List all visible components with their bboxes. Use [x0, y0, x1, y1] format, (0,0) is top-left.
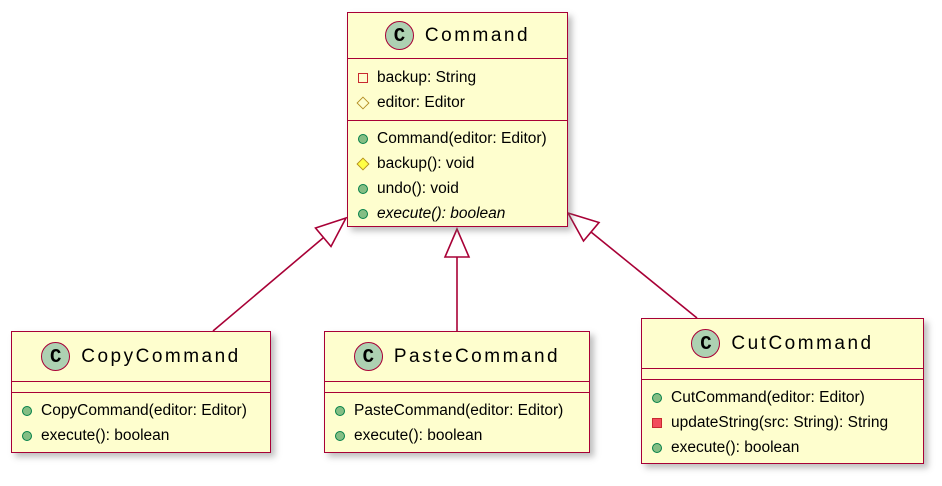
class-spot-icon: C — [384, 21, 414, 50]
member-row: backup(): void — [348, 151, 567, 176]
inheritance-arrow-copy-to-command — [212, 216, 348, 332]
class-copy-command-fields — [12, 382, 270, 393]
member-row: Command(editor: Editor) — [348, 126, 567, 151]
public-method-icon — [358, 183, 368, 194]
member-row: CopyCommand(editor: Editor) — [12, 398, 270, 423]
class-paste-command-fields — [325, 382, 589, 393]
member-row: backup: String — [348, 65, 567, 90]
public-method-icon — [335, 405, 345, 416]
class-copy-command-name: CopyCommand — [81, 345, 241, 367]
member-row: execute(): boolean — [325, 423, 589, 448]
member-row: CutCommand(editor: Editor) — [642, 385, 923, 410]
member-row: execute(): boolean — [348, 201, 567, 226]
member-row: updateString(src: String): String — [642, 410, 923, 435]
public-method-icon — [358, 208, 368, 219]
class-cut-command: C CutCommand CutCommand(editor: Editor) … — [641, 318, 924, 464]
member-row: editor: Editor — [348, 90, 567, 115]
class-command: C Command backup: String editor: Editor … — [347, 12, 568, 227]
class-copy-command-methods: CopyCommand(editor: Editor) execute(): b… — [12, 393, 270, 452]
class-cut-command-name: CutCommand — [731, 332, 874, 354]
public-method-icon — [335, 430, 345, 441]
class-paste-command-methods: PasteCommand(editor: Editor) execute(): … — [325, 393, 589, 452]
member-row: execute(): boolean — [12, 423, 270, 448]
class-command-methods: Command(editor: Editor) backup(): void u… — [348, 121, 567, 226]
public-method-icon — [652, 442, 662, 453]
class-cut-command-fields — [642, 369, 923, 380]
inheritance-arrow-cut-to-command — [566, 211, 698, 319]
class-paste-command: C PasteCommand PasteCommand(editor: Edit… — [324, 331, 590, 453]
class-command-header: C Command — [348, 13, 567, 59]
class-spot-icon: C — [353, 342, 383, 371]
private-method-icon — [652, 417, 662, 428]
class-cut-command-header: C CutCommand — [642, 319, 923, 369]
inheritance-arrow-paste-to-command — [443, 226, 471, 331]
class-paste-command-header: C PasteCommand — [325, 332, 589, 382]
class-spot-icon: C — [691, 329, 721, 358]
class-command-name: Command — [424, 24, 531, 46]
member-row: undo(): void — [348, 176, 567, 201]
class-command-fields: backup: String editor: Editor — [348, 59, 567, 121]
protected-method-icon — [356, 156, 370, 171]
class-copy-command: C CopyCommand CopyCommand(editor: Editor… — [11, 331, 271, 453]
public-method-icon — [22, 430, 32, 441]
member-row: PasteCommand(editor: Editor) — [325, 398, 589, 423]
class-spot-icon: C — [41, 342, 71, 371]
member-row: execute(): boolean — [642, 435, 923, 460]
protected-field-icon — [356, 95, 370, 110]
public-method-icon — [22, 405, 32, 416]
class-copy-command-header: C CopyCommand — [12, 332, 270, 382]
public-method-icon — [358, 133, 368, 144]
class-paste-command-name: PasteCommand — [393, 345, 561, 367]
private-field-icon — [358, 72, 368, 83]
public-method-icon — [652, 392, 662, 403]
class-cut-command-methods: CutCommand(editor: Editor) updateString(… — [642, 380, 923, 463]
